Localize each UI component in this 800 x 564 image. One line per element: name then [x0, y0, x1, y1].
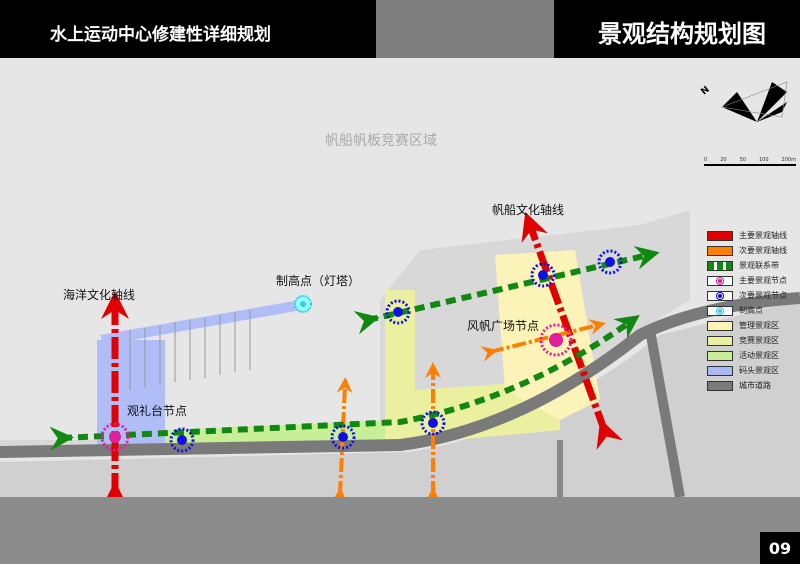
legend-label: 次要景观节点	[739, 291, 787, 300]
water-area-label: 帆船帆板竞赛区域	[325, 133, 437, 149]
legend-label: 景观联系带	[739, 261, 779, 270]
viewing-platform-node	[100, 422, 130, 452]
legend-item: 次要景观节点	[707, 288, 787, 303]
legend-label: 次要景观轴线	[739, 246, 787, 255]
legend-label: 城市道路	[739, 381, 771, 390]
activity-zone-swatch	[707, 350, 733, 361]
legend-label: 主要景观节点	[739, 276, 787, 285]
main-nodes	[100, 323, 573, 452]
scale-tick: 50	[739, 157, 746, 163]
legend-item: 码头景观区	[707, 363, 787, 378]
city-road-branch	[645, 329, 685, 497]
legend-label: 管理景观区	[739, 321, 779, 330]
management-zone-swatch	[707, 320, 733, 331]
legend-label: 主要景观轴线	[739, 231, 787, 240]
scale-tick: 100	[758, 157, 769, 163]
ocean-axis-label: 海洋文化轴线	[63, 288, 136, 302]
header-bar: 水上运动中心修建性详细规划 景观结构规划图	[0, 0, 800, 58]
link-belt-south	[49, 315, 640, 451]
legend-item: 城市道路	[707, 378, 787, 393]
scale-tick: 200m	[781, 157, 796, 163]
legend-item: 竞赛景观区	[707, 333, 787, 348]
competition-zone-swatch	[707, 335, 733, 346]
header-gray-block	[376, 0, 554, 58]
legend-item: 次要景观轴线	[707, 243, 787, 258]
sheet-title: 景观结构规划图	[598, 20, 766, 48]
landscape-map: N	[0, 81, 800, 497]
lighthouse-label: 制高点（灯塔）	[276, 274, 361, 288]
legend-item: 管理景观区	[707, 318, 787, 333]
legend-item: 景观联系带	[707, 258, 787, 273]
sail-plaza-node	[539, 323, 573, 357]
scale-tick: 0	[704, 157, 708, 163]
secondary-nodes	[169, 249, 623, 453]
legend-item: 主要景观轴线	[707, 228, 787, 243]
footer-band: 09	[0, 497, 800, 564]
secondary-axis-swatch	[707, 245, 733, 256]
legend-label: 活动景观区	[739, 351, 779, 360]
legend-item: 制高点	[707, 303, 787, 318]
scale-tick: 20	[720, 157, 727, 163]
legend: 主要景观轴线 次要景观轴线 景观联系带 主要景观节点 次要景观节点 制高点 管理…	[707, 228, 787, 393]
legend-item: 主要景观节点	[707, 273, 787, 288]
sail-plaza-label: 风帆广场节点	[467, 319, 540, 333]
main-axis-swatch	[707, 230, 733, 241]
legend-label: 码头景观区	[739, 366, 779, 375]
north-arrow-icon: N	[700, 81, 788, 122]
pier-zone-swatch	[707, 365, 733, 376]
sailing-axis-label: 帆船文化轴线	[492, 203, 565, 217]
legend-item: 活动景观区	[707, 348, 787, 363]
viewing-platform-label: 观礼台节点	[127, 404, 188, 418]
legend-label: 竞赛景观区	[739, 336, 779, 345]
link-belt-swatch	[707, 260, 733, 271]
legend-label: 制高点	[739, 306, 763, 315]
city-road-swatch	[707, 380, 733, 391]
secondary-node-swatch	[707, 290, 733, 301]
page-number: 09	[760, 532, 800, 564]
scale-bar: 0 20 50 100 200m	[704, 157, 796, 166]
project-title: 水上运动中心修建性详细规划	[50, 25, 271, 45]
high-point-swatch	[707, 305, 733, 316]
main-node-swatch	[707, 275, 733, 286]
svg-text:N: N	[700, 85, 712, 98]
